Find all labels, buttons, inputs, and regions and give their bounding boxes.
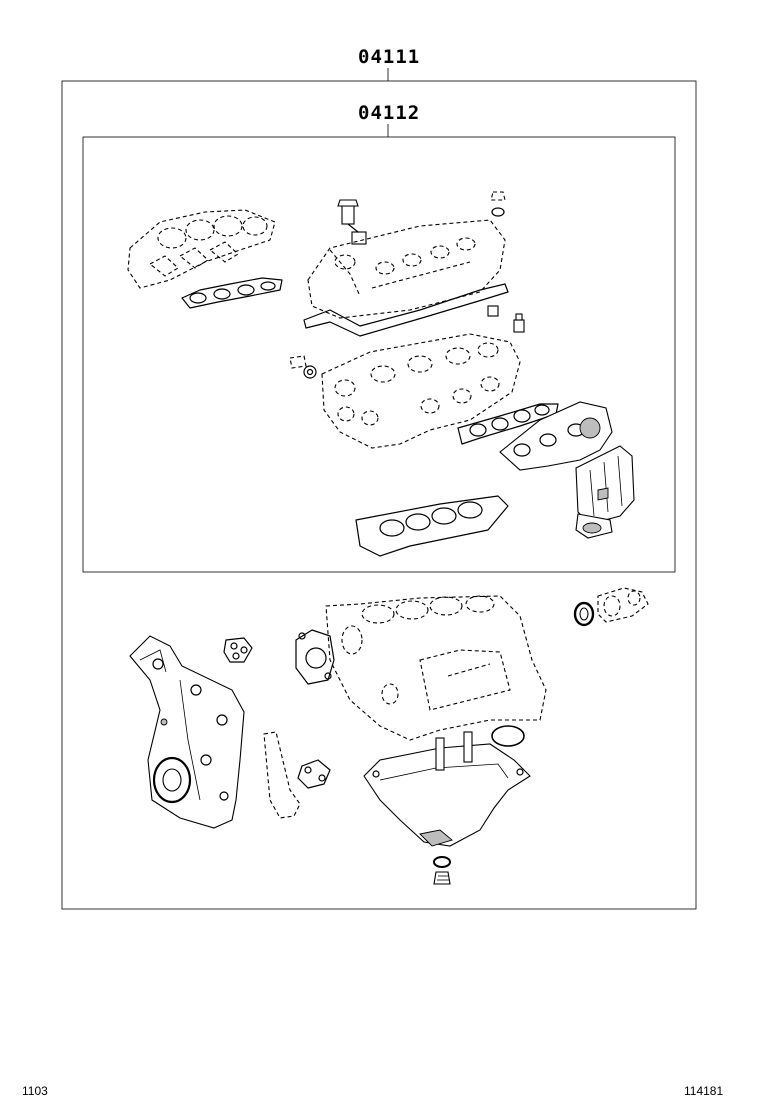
cap-plug-icon [490,191,506,217]
oil-strainer-icon [263,731,331,819]
head-gasket-icon [355,495,509,557]
outer-kit-frame [61,80,697,910]
oil-pan-icon [363,731,531,847]
valve-cover-icon [307,219,506,319]
o-ring-icon [491,725,525,747]
footer-left-code: 1103 [22,1084,48,1098]
footer-right-code: 114181 [684,1084,724,1098]
water-pump-gasket-icon [295,629,335,685]
cylinder-head-icon [321,333,521,449]
timing-cover-icon [129,635,245,829]
intake-gasket-icon [181,277,283,309]
plug-icon [487,305,525,333]
cylinder-block-icon [325,595,547,741]
outer-kit-label: 04111 [358,46,421,68]
intake-manifold-icon [127,209,276,289]
oil-seal-icon [573,601,595,627]
pcv-valve-icon [337,199,367,245]
valve-cover-gasket-icon [303,283,509,337]
crank-pulley-icon [597,587,649,623]
inner-kit-frame [82,136,676,573]
small-gasket-icon [223,637,253,663]
exhaust-manifold-icon [499,401,635,539]
inner-kit-label: 04112 [358,102,421,124]
drain-plug-icon [433,856,451,885]
stud-bolt-icon [289,355,317,379]
